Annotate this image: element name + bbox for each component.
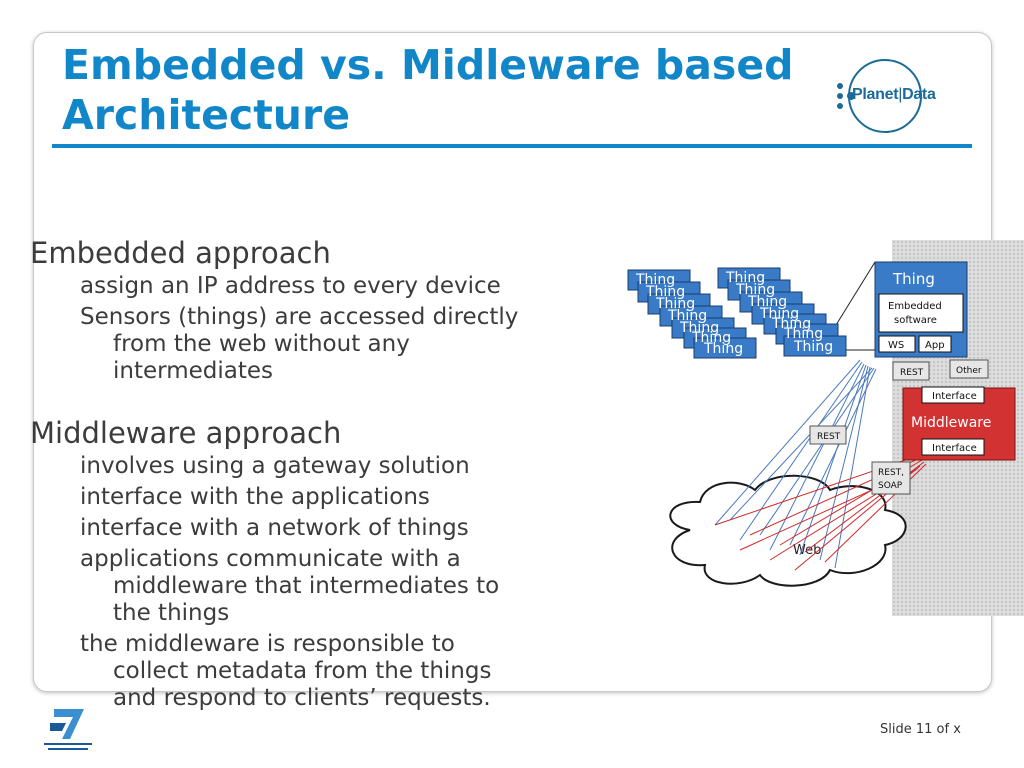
- rest-soap-label: [871, 461, 911, 495]
- title-line-1: Embedded vs. Midleware based: [62, 41, 794, 89]
- svg-text:Thing: Thing: [691, 330, 731, 346]
- slide-frame: [33, 32, 992, 692]
- svg-text:Thing: Thing: [759, 306, 799, 322]
- svg-text:Thing: Thing: [747, 294, 787, 310]
- architecture-diagram: Web: [620, 240, 1024, 616]
- svg-text:App: App: [925, 340, 945, 351]
- svg-text:REST: REST: [817, 432, 841, 442]
- rest-label-mid: [809, 425, 847, 445]
- title-line-2: Architecture: [62, 91, 351, 139]
- embedded-heading: Embedded approach: [30, 236, 331, 270]
- svg-text:Thing: Thing: [655, 296, 695, 312]
- svg-text:Thing: Thing: [892, 270, 935, 288]
- svg-text:Interface: Interface: [932, 443, 977, 454]
- bullet-embedded-2: Sensors (things) are accessed directly f…: [80, 304, 519, 384]
- bullet-middleware-1: involves using a gateway solution: [80, 453, 470, 479]
- web-cloud: [669, 474, 907, 587]
- planet-data-logo: [837, 59, 922, 133]
- svg-text:software: software: [894, 315, 937, 326]
- svg-text:Thing: Thing: [667, 308, 707, 324]
- svg-text:WS: WS: [888, 340, 904, 351]
- slide-number: Slide 11 of x: [880, 722, 961, 737]
- fp7-logo: [44, 709, 92, 750]
- logo-wordmark: Planet|Data: [852, 86, 936, 103]
- svg-text:Thing: Thing: [793, 339, 833, 355]
- thing-embedded-box: Thing Embedded software WS App: [874, 261, 968, 358]
- svg-text:Interface: Interface: [932, 391, 977, 402]
- rest-label-top: [892, 361, 930, 381]
- slide-body: Embedded approach assign an IP address t…: [30, 235, 630, 716]
- svg-text:Thing: Thing: [635, 272, 675, 288]
- things-stack-left: Thing Thing Thing Thing Thing Thing Thin…: [627, 269, 757, 359]
- svg-text:REST: REST: [900, 368, 924, 378]
- title-underline: [52, 144, 972, 148]
- svg-text:Thing: Thing: [703, 341, 743, 357]
- svg-text:SOAP: SOAP: [878, 481, 903, 491]
- svg-text:REST,: REST,: [878, 468, 904, 478]
- svg-text:Other: Other: [956, 366, 982, 376]
- things-stack-right: Thing Thing Thing Thing Thing Thing Thin…: [717, 267, 847, 357]
- bullet-middleware-2: interface with the applications: [80, 484, 430, 510]
- svg-text:Embedded: Embedded: [888, 301, 942, 312]
- svg-text:Thing: Thing: [735, 282, 775, 298]
- slide-title: Embedded vs. Midleware based Architectur…: [62, 40, 862, 140]
- bullet-middleware-5: the middleware is responsible to collect…: [80, 631, 492, 711]
- svg-text:Thing: Thing: [783, 326, 823, 342]
- middleware-box: Interface Middleware Interface: [902, 386, 1016, 461]
- svg-text:Thing: Thing: [725, 270, 765, 286]
- bullet-embedded-1: assign an IP address to every device: [80, 273, 501, 299]
- svg-text:Thing: Thing: [771, 316, 811, 332]
- svg-text:Thing: Thing: [645, 284, 685, 300]
- bullet-middleware-4: applications communicate with a middlewa…: [80, 546, 500, 626]
- other-label: [949, 359, 989, 379]
- svg-text:Thing: Thing: [679, 320, 719, 336]
- svg-text:Middleware: Middleware: [911, 415, 991, 431]
- bullet-middleware-3: interface with a network of things: [80, 515, 469, 541]
- middleware-heading: Middleware approach: [30, 416, 342, 450]
